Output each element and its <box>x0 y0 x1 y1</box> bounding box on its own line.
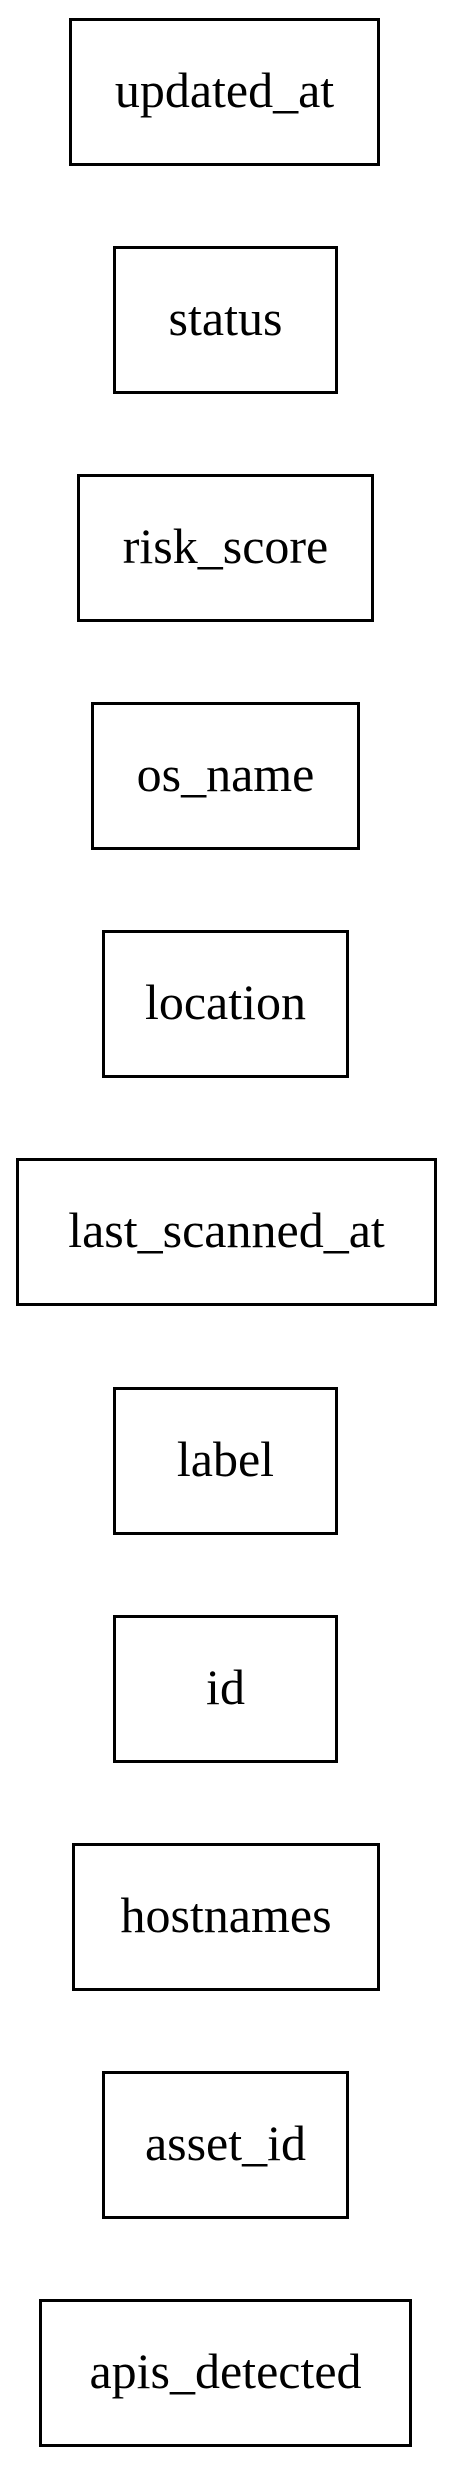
node-label: status <box>168 290 283 346</box>
node-id: id <box>113 1615 338 1763</box>
node-updated-at: updated_at <box>69 18 380 166</box>
node-label-field: label <box>113 1387 338 1535</box>
node-label: last_scanned_at <box>68 1202 385 1258</box>
node-label: os_name <box>136 746 315 802</box>
node-label: hostnames <box>120 1887 332 1943</box>
node-apis-detected: apis_detected <box>39 2299 412 2447</box>
node-status: status <box>113 246 338 394</box>
node-label: asset_id <box>144 2115 307 2171</box>
node-os-name: os_name <box>91 702 360 850</box>
node-label: id <box>206 1659 245 1715</box>
node-label: risk_score <box>122 518 329 574</box>
node-label: updated_at <box>114 62 335 118</box>
node-risk-score: risk_score <box>77 474 374 622</box>
node-hostnames: hostnames <box>72 1843 380 1991</box>
node-label: location <box>144 974 307 1030</box>
node-location: location <box>102 930 349 1078</box>
node-label: label <box>176 1431 275 1487</box>
node-asset-id: asset_id <box>102 2071 349 2219</box>
node-label: apis_detected <box>89 2343 362 2399</box>
node-last-scanned-at: last_scanned_at <box>16 1158 437 1306</box>
